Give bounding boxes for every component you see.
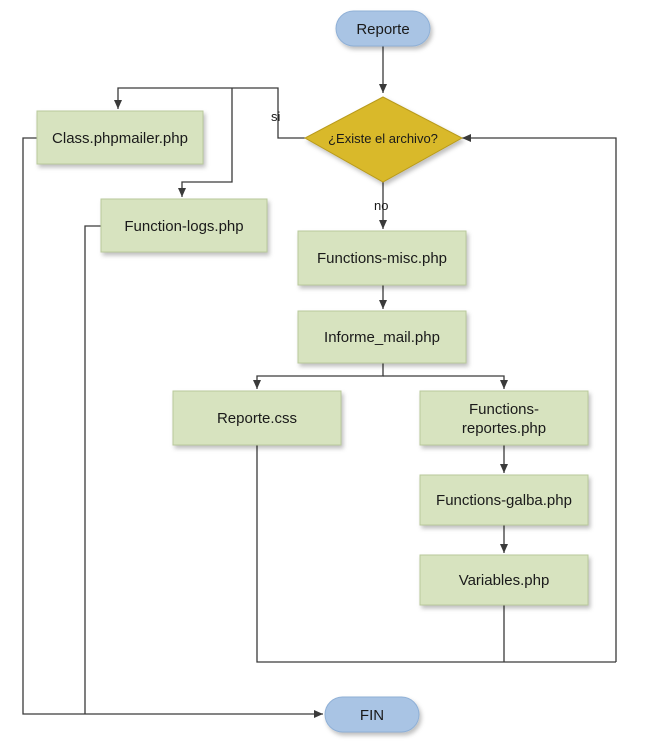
edge-loop-to-decision: [462, 134, 617, 662]
reporte-css-label: Reporte.css: [217, 410, 297, 427]
functions-misc-label: Functions-misc.php: [317, 250, 447, 267]
informe-mail-label: Informe_mail.php: [324, 329, 440, 346]
node-function-logs: Function-logs.php: [100, 198, 268, 253]
functions-reportes-label-line1: Functions-: [469, 401, 539, 418]
class-phpmailer-label: Class.phpmailer.php: [52, 130, 188, 147]
decision-label: ¿Existe el archivo?: [328, 131, 438, 146]
edge-reportecss-loop: [256, 445, 616, 663]
edge-functionlogs-to-fin: [84, 225, 101, 714]
edge-informemail-to-functionsreportes: [383, 375, 508, 389]
function-logs-label: Function-logs.php: [124, 218, 243, 235]
node-class-phpmailer: Class.phpmailer.php: [36, 110, 204, 165]
node-variables: Variables.php: [419, 554, 589, 606]
edge-decision-to-classphpmailer: [114, 87, 305, 139]
edge-classphpmailer-to-fin: [22, 137, 323, 718]
node-functions-misc: Functions-misc.php: [297, 230, 467, 286]
end-label: FIN: [360, 707, 384, 724]
end-terminator: FIN: [324, 696, 420, 733]
edge-label-no: no: [374, 198, 388, 213]
variables-label: Variables.php: [459, 572, 550, 589]
node-reporte-css: Reporte.css: [172, 390, 342, 446]
node-functions-galba: Functions-galba.php: [419, 474, 589, 526]
edge-label-si: si: [271, 109, 281, 124]
edges: [22, 46, 617, 718]
functions-galba-label: Functions-galba.php: [436, 492, 572, 509]
functions-reportes-label-line2: reportes.php: [462, 420, 546, 437]
decision-exists-file: ¿Existe el archivo?: [303, 96, 464, 183]
edge-decision-to-functionlogs: [178, 88, 233, 197]
edge-informemail-split: [253, 363, 384, 389]
node-functions-reportes: Functions- reportes.php: [419, 390, 589, 446]
start-label: Reporte: [356, 21, 409, 38]
start-terminator: Reporte: [335, 10, 431, 47]
node-informe-mail: Informe_mail.php: [297, 310, 467, 364]
